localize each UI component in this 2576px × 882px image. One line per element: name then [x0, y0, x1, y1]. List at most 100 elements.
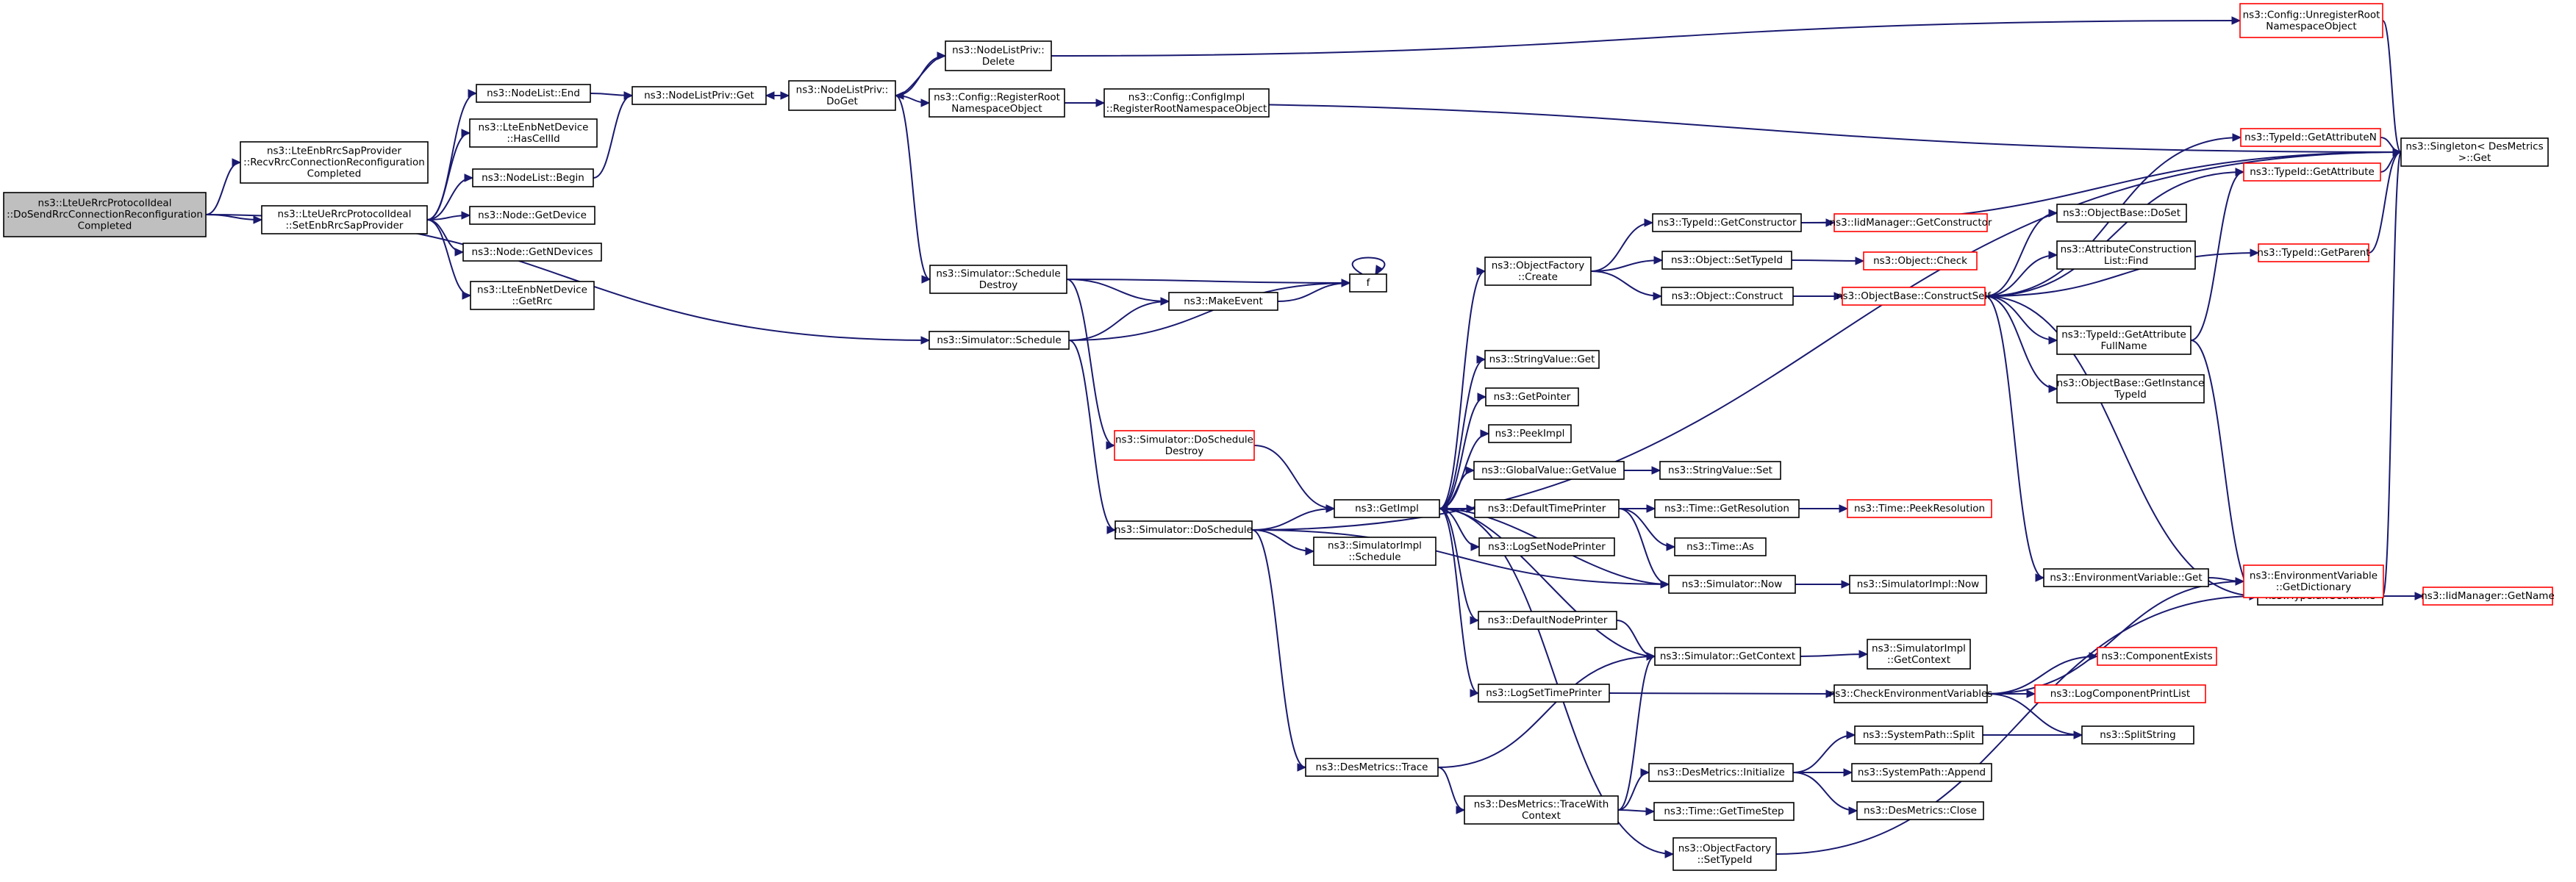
edge-sim_schedule-to-f: [1068, 282, 1350, 341]
edge-time_getresolution-to-time_peekresolution-arrow: [1839, 504, 1849, 513]
node-singleton-get[interactable]: ns3::Singleton< DesMetrics>::Get: [2400, 137, 2549, 167]
node-objfactory-create[interactable]: ns3::ObjectFactory::Create: [1484, 257, 1592, 286]
edge-make_event-to-f: [1277, 282, 1350, 302]
node-systempath-split[interactable]: ns3::SystemPath::Split: [1854, 725, 1983, 745]
node-typeid-getattribute[interactable]: ns3::TypeId::GetAttribute: [2243, 162, 2381, 182]
node-box: [1334, 499, 1440, 518]
node-nlpriv-delete[interactable]: ns3::NodeListPriv::Delete: [945, 40, 1052, 71]
node-logset-nodeprinter[interactable]: ns3::LogSetNodePrinter: [1478, 537, 1615, 556]
edge-cfg_register-to-cfgimpl_register-arrow: [1095, 98, 1106, 107]
node-object-construct[interactable]: ns3::Object::Construct: [1661, 287, 1794, 306]
node-time-getresolution[interactable]: ns3::Time::GetResolution: [1654, 499, 1800, 518]
node-logset-timeprinter[interactable]: ns3::LogSetTimePrinter: [1478, 684, 1610, 703]
node-typeid-getconstructor[interactable]: ns3::TypeId::GetConstructor: [1652, 213, 1802, 232]
node-peekimpl[interactable]: ns3::PeekImpl: [1488, 424, 1572, 443]
node-nodelist-begin[interactable]: ns3::NodeList::Begin: [472, 168, 594, 187]
node-getpointer[interactable]: ns3::GetPointer: [1485, 387, 1579, 406]
node-simimpl-getcontext[interactable]: ns3::SimulatorImpl::GetContext: [1867, 639, 1971, 670]
edge-desmetrics_initialize-to-desmetrics_close-arrow: [1848, 806, 1858, 815]
node-objbase-constructself[interactable]: ns3::ObjectBase::ConstructSelf: [1836, 287, 1992, 306]
node-object-check[interactable]: ns3::Object::Check: [1863, 251, 1978, 270]
node-label: ns3::TypeId::GetAttribute: [2061, 329, 2186, 340]
node-nlpriv-get[interactable]: ns3::NodeListPriv::Get: [632, 86, 767, 105]
node-component-exists[interactable]: ns3::ComponentExists: [2097, 647, 2217, 666]
node-objfactory-settypeid[interactable]: ns3::ObjectFactory::SetTypeId: [1672, 837, 1777, 871]
node-nodelist-end[interactable]: ns3::NodeList::End: [476, 84, 591, 103]
node-make-event[interactable]: ns3::MakeEvent: [1168, 292, 1278, 311]
node-envvar-getdict[interactable]: ns3::EnvironmentVariable::GetDictionary: [2243, 564, 2384, 598]
node-label: ns3::DesMetrics::Initialize: [1657, 767, 1785, 778]
node-splitstring[interactable]: ns3::SplitString: [2081, 725, 2194, 745]
node-stringvalue-set[interactable]: ns3::StringValue::Set: [1659, 461, 1781, 480]
node-object-settypeid[interactable]: ns3::Object::SetTypeId: [1661, 251, 1792, 270]
edge-sim_getcontext-to-simimpl_getcontext-arrow: [1858, 650, 1869, 659]
node-sim-now[interactable]: ns3::Simulator::Now: [1668, 575, 1796, 594]
node-box: [1478, 611, 1617, 630]
node-time-peekresolution[interactable]: ns3::Time::PeekResolution: [1847, 499, 1992, 518]
node-systempath-append[interactable]: ns3::SystemPath::Append: [1851, 763, 1992, 782]
node-desmetrics-initialize[interactable]: ns3::DesMetrics::Initialize: [1648, 763, 1794, 782]
node-lteenb-recv[interactable]: ns3::LteEnbRrcSapProvider::RecvRrcConnec…: [240, 141, 429, 184]
node-box: [2097, 647, 2217, 666]
node-label: ns3::Time::GetTimeStep: [1664, 806, 1783, 817]
edge-getimpl-to-stringvalue_get-arrow: [1476, 355, 1486, 364]
node-desmetrics-trace[interactable]: ns3::DesMetrics::Trace: [1305, 758, 1439, 777]
node-root[interactable]: ns3::LteUeRrcProtocolIdeal::DoSendRrcCon…: [3, 192, 207, 237]
node-time-gettimestep[interactable]: ns3::Time::GetTimeStep: [1653, 802, 1795, 821]
edge-getimpl-to-getpointer-arrow: [1477, 392, 1487, 401]
edge-sim_schedule_destroy-to-sim_doschedule_destroy-arrow: [1106, 441, 1116, 450]
node-nlpriv-doget[interactable]: ns3::NodeListPriv::DoGet: [788, 80, 896, 111]
edge-objfactory_create-to-object_settypeid-arrow: [1653, 256, 1664, 265]
node-enbnet-getrrc[interactable]: ns3::LteEnbNetDevice::GetRrc: [470, 281, 595, 310]
node-default-nodeprinter[interactable]: ns3::DefaultNodePrinter: [1478, 611, 1617, 630]
node-globalvalue-getvalue[interactable]: ns3::GlobalValue::GetValue: [1473, 461, 1625, 480]
edge-root-to-lteenb_recv-arrow: [232, 158, 242, 167]
node-label: ns3::SimulatorImpl: [1872, 642, 1966, 654]
node-label: ns3::ObjectBase::ConstructSelf: [1836, 290, 1992, 302]
node-cfg-unregister[interactable]: ns3::Config::UnregisterRootNamespaceObje…: [2239, 3, 2383, 38]
node-label: ns3::ObjectBase::GetInstance: [2057, 377, 2205, 389]
node-sim-doschedule[interactable]: ns3::Simulator::DoSchedule: [1115, 520, 1253, 539]
node-iidmanager-getconstructor[interactable]: ns3::IidManager::GetConstructor: [1830, 213, 1992, 232]
node-f[interactable]: f: [1349, 273, 1387, 293]
edge-nodelist_begin-to-nlpriv_get: [593, 95, 633, 179]
edge-check_envvars-to-component_exists-arrow: [2089, 652, 2099, 661]
edge-getimpl-to-default_timeprinter-arrow: [1466, 504, 1476, 513]
node-box: [1654, 499, 1800, 518]
edge-nlpriv_get-to-nlpriv_doget-arrow: [780, 91, 790, 100]
node-default-timeprinter[interactable]: ns3::DefaultTimePrinter: [1474, 499, 1620, 518]
node-sim-schedule[interactable]: ns3::Simulator::Schedule: [929, 331, 1070, 350]
node-box: [1851, 763, 1992, 782]
node-setenb[interactable]: ns3::LteUeRrcProtocolIdeal::SetEnbRrcSap…: [261, 205, 428, 234]
node-check-envvars[interactable]: ns3::CheckEnvironmentVariables: [1829, 684, 1993, 703]
node-desmetrics-close[interactable]: ns3::DesMetrics::Close: [1856, 801, 1984, 820]
node-sim-getcontext[interactable]: ns3::Simulator::GetContext: [1654, 647, 1801, 666]
node-iidmanager-getname[interactable]: ns3::IidManager::GetName: [2421, 587, 2555, 606]
node-objbase-doset[interactable]: ns3::ObjectBase::DoSet: [2056, 204, 2187, 223]
node-node-getdevice[interactable]: ns3::Node::GetDevice: [469, 206, 595, 225]
node-cfgimpl-register[interactable]: ns3::Config::ConfigImpl::RegisterRootNam…: [1103, 88, 1270, 118]
edge-typeid_getname-to-singleton_get: [2382, 151, 2402, 597]
node-simimpl-now[interactable]: ns3::SimulatorImpl::Now: [1849, 575, 1987, 594]
node-box: [240, 141, 429, 184]
node-has-cellid[interactable]: ns3::LteEnbNetDevice::HasCellId: [469, 118, 598, 148]
node-label: ns3::Time::GetResolution: [1664, 503, 1789, 514]
node-envvar-get[interactable]: ns3::EnvironmentVariable::Get: [2043, 568, 2209, 587]
node-node-getndevices[interactable]: ns3::Node::GetNDevices: [462, 243, 602, 262]
edge-getimpl-to-default_nodeprinter: [1439, 508, 1479, 621]
node-stringvalue-get[interactable]: ns3::StringValue::Get: [1484, 350, 1600, 369]
node-log-componentprintlist[interactable]: ns3::LogComponentPrintList: [2034, 684, 2206, 703]
node-simimpl-schedule[interactable]: ns3::SimulatorImpl::Schedule: [1313, 537, 1437, 566]
node-label: Destroy: [1165, 445, 1204, 457]
node-getimpl[interactable]: ns3::GetImpl: [1334, 499, 1440, 518]
node-cfg-register[interactable]: ns3::Config::RegisterRootNamespaceObject: [929, 88, 1065, 118]
node-typeid-getattributen[interactable]: ns3::TypeId::GetAttributeN: [2240, 128, 2381, 147]
node-time-as[interactable]: ns3::Time::As: [1674, 537, 1767, 556]
node-typeid-getparent[interactable]: ns3::TypeId::GetParent: [2257, 243, 2370, 262]
